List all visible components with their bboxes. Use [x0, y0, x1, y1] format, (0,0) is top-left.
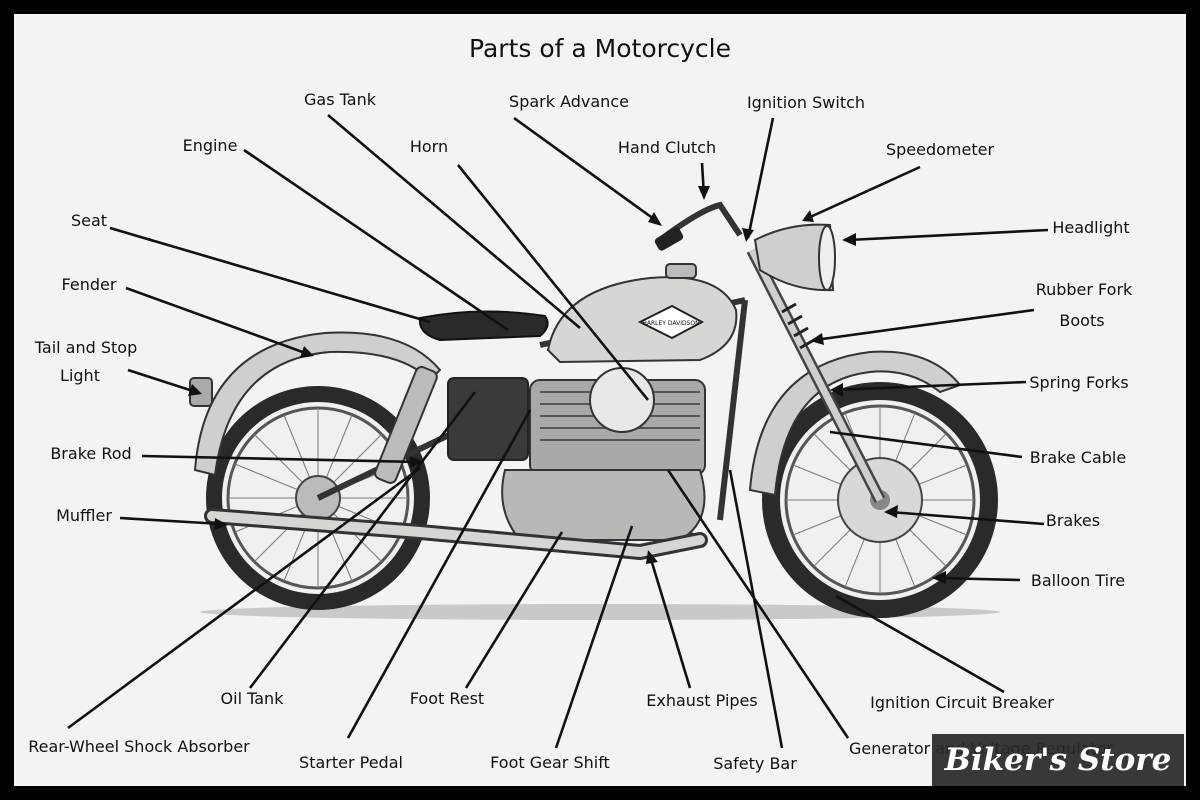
headlight — [753, 223, 836, 292]
rear-fender — [193, 331, 442, 477]
leader-gas-tank — [327, 114, 581, 329]
leader-headlight — [847, 228, 1049, 242]
leader-safety-bar — [728, 469, 784, 749]
label-brake-rod: Brake Rod — [50, 444, 131, 463]
ground-shadow — [200, 604, 1000, 620]
arrow-hand-clutch — [698, 186, 710, 200]
leader-starter-pedal — [346, 409, 532, 739]
leader-ignition-circuit-breaker — [835, 594, 1005, 694]
leader-engine — [243, 148, 509, 332]
label-brake-cable: Brake Cable — [1030, 448, 1126, 467]
leader-spark-advance — [513, 116, 659, 224]
label-balloon-tire: Balloon Tire — [1031, 571, 1125, 590]
arrow-headlight — [842, 233, 856, 246]
leader-fender — [125, 286, 309, 356]
leader-seat — [109, 226, 431, 324]
engine — [501, 367, 706, 541]
label-spring-forks: Spring Forks — [1029, 373, 1128, 392]
arrow-rubber-fork-boots — [810, 333, 824, 345]
arrow-ignition-switch — [742, 228, 754, 242]
leader-muffler — [119, 516, 223, 526]
label-horn: Horn — [410, 137, 448, 156]
leader-oil-tank — [248, 391, 477, 689]
leader-speedometer — [807, 165, 921, 220]
label-gas-tank: Gas Tank — [304, 90, 377, 109]
label-ignition-switch: Ignition Switch — [747, 93, 865, 112]
label-muffler: Muffler — [56, 506, 112, 525]
label-safety-bar: Safety Bar — [713, 754, 797, 773]
handlebar — [654, 201, 743, 251]
seat — [418, 310, 549, 342]
leader-balloon-tire — [937, 576, 1021, 582]
label-rear-wheel-shock-absorber: Rear-Wheel Shock Absorber — [28, 737, 250, 756]
arrowheads — [188, 186, 946, 584]
arrow-fender — [300, 346, 314, 358]
arrow-spring-forks — [830, 383, 843, 397]
leader-tail-stop-light — [127, 368, 197, 394]
label-rubber-fork-boots-line2: Boots — [1059, 311, 1104, 330]
label-tail-stop-light-line1: Tail and Stop — [34, 338, 137, 357]
leader-foot-gear-shift — [554, 525, 634, 749]
leader-generator-voltage-regulator — [666, 469, 850, 739]
leader-exhaust-pipes — [648, 555, 692, 689]
arrow-spark-advance — [648, 212, 662, 226]
label-engine: Engine — [183, 136, 238, 155]
leader-brakes — [889, 510, 1045, 526]
label-fender: Fender — [62, 275, 117, 294]
label-ignition-circuit-breaker: Ignition Circuit Breaker — [870, 693, 1054, 712]
label-headlight: Headlight — [1052, 218, 1129, 237]
leader-lines — [67, 114, 1049, 749]
arrow-speedometer — [802, 210, 814, 222]
arrow-tail-stop-light — [188, 384, 202, 396]
label-brakes: Brakes — [1046, 511, 1100, 530]
label-foot-gear-shift: Foot Gear Shift — [490, 753, 610, 772]
page-title: Parts of a Motorcycle — [469, 34, 731, 63]
front-forks — [746, 247, 886, 503]
label-oil-tank: Oil Tank — [221, 689, 285, 708]
arrow-muffler — [214, 518, 228, 530]
label-hand-clutch: Hand Clutch — [618, 138, 716, 157]
tank-emblem: HARLEY DAVIDSON — [642, 320, 699, 327]
leader-rear-wheel-shock-absorber — [67, 466, 421, 730]
arrow-brake-rod — [410, 456, 424, 468]
arrow-brakes — [884, 505, 898, 518]
leader-foot-rest — [464, 531, 564, 689]
label-tail-stop-light-line2: Light — [60, 366, 100, 385]
rear-shock — [374, 366, 438, 484]
label-rubber-fork-boots-line1: Rubber Fork — [1036, 280, 1133, 299]
leader-spring-forks — [834, 380, 1027, 392]
motorcycle-illustration: HARLEY DAVIDSON — [189, 201, 998, 618]
label-exhaust-pipes: Exhaust Pipes — [646, 691, 757, 710]
gas-tank: HARLEY DAVIDSON — [546, 263, 738, 364]
label-seat: Seat — [71, 211, 107, 230]
arrow-exhaust-pipes — [646, 550, 658, 564]
label-starter-pedal: Starter Pedal — [299, 753, 403, 772]
watermark-logo: Biker's Store — [932, 734, 1184, 786]
exhaust — [204, 508, 708, 561]
leader-ignition-switch — [746, 117, 775, 239]
leader-brake-cable — [829, 430, 1023, 459]
watermark-text: Biker's Store — [944, 742, 1172, 778]
label-spark-advance: Spark Advance — [509, 92, 629, 111]
leader-horn — [456, 164, 650, 401]
leader-rubber-fork-boots — [814, 308, 1035, 342]
oil-tank — [447, 377, 529, 461]
label-foot-rest: Foot Rest — [410, 689, 484, 708]
arrow-balloon-tire — [932, 571, 946, 584]
label-speedometer: Speedometer — [886, 140, 994, 159]
part-labels: Gas Tank Spark Advance Ignition Switch E… — [28, 90, 1133, 773]
leader-brake-rod — [141, 454, 419, 464]
